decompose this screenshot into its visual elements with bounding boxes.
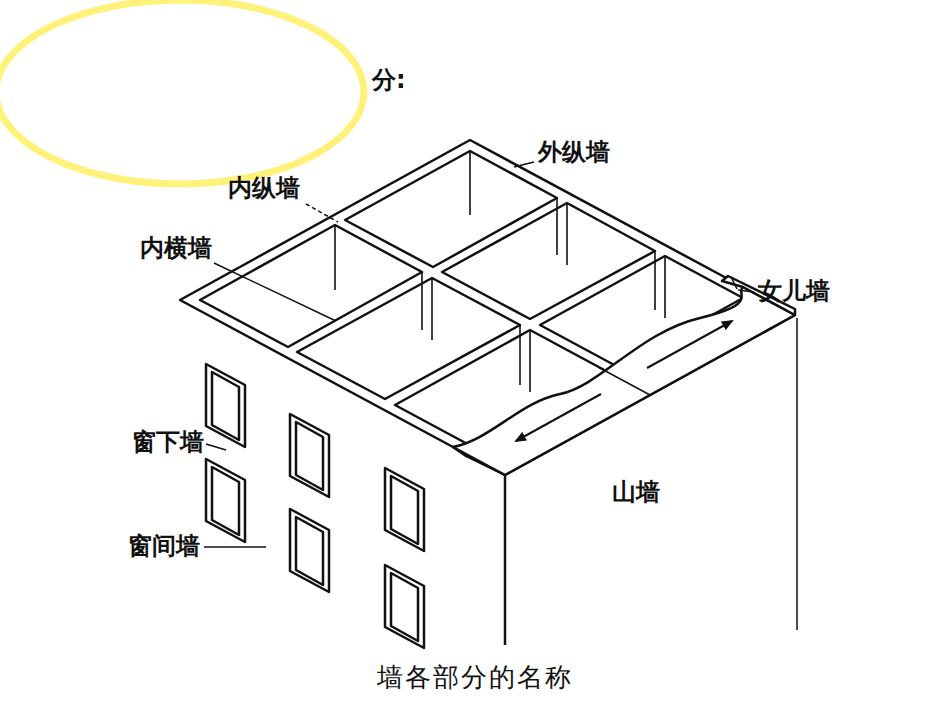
wall-label: 女儿墙 — [758, 277, 830, 306]
windows — [206, 364, 424, 648]
wall-label: 内纵墙 — [228, 174, 300, 203]
wall-label: 窗间墙 — [128, 532, 200, 561]
wall-label: 内横墙 — [140, 234, 212, 263]
wall-label: 山墙 — [612, 478, 660, 507]
heading-fragment: 分: — [372, 66, 406, 95]
wall-label: 外纵墙 — [538, 138, 610, 167]
figure-caption: 墙各部分的名称 — [377, 662, 573, 693]
leader-lines — [204, 162, 754, 547]
wall-label: 窗下墙 — [132, 428, 204, 457]
highlight-ellipse — [0, 0, 364, 184]
building — [180, 140, 797, 648]
